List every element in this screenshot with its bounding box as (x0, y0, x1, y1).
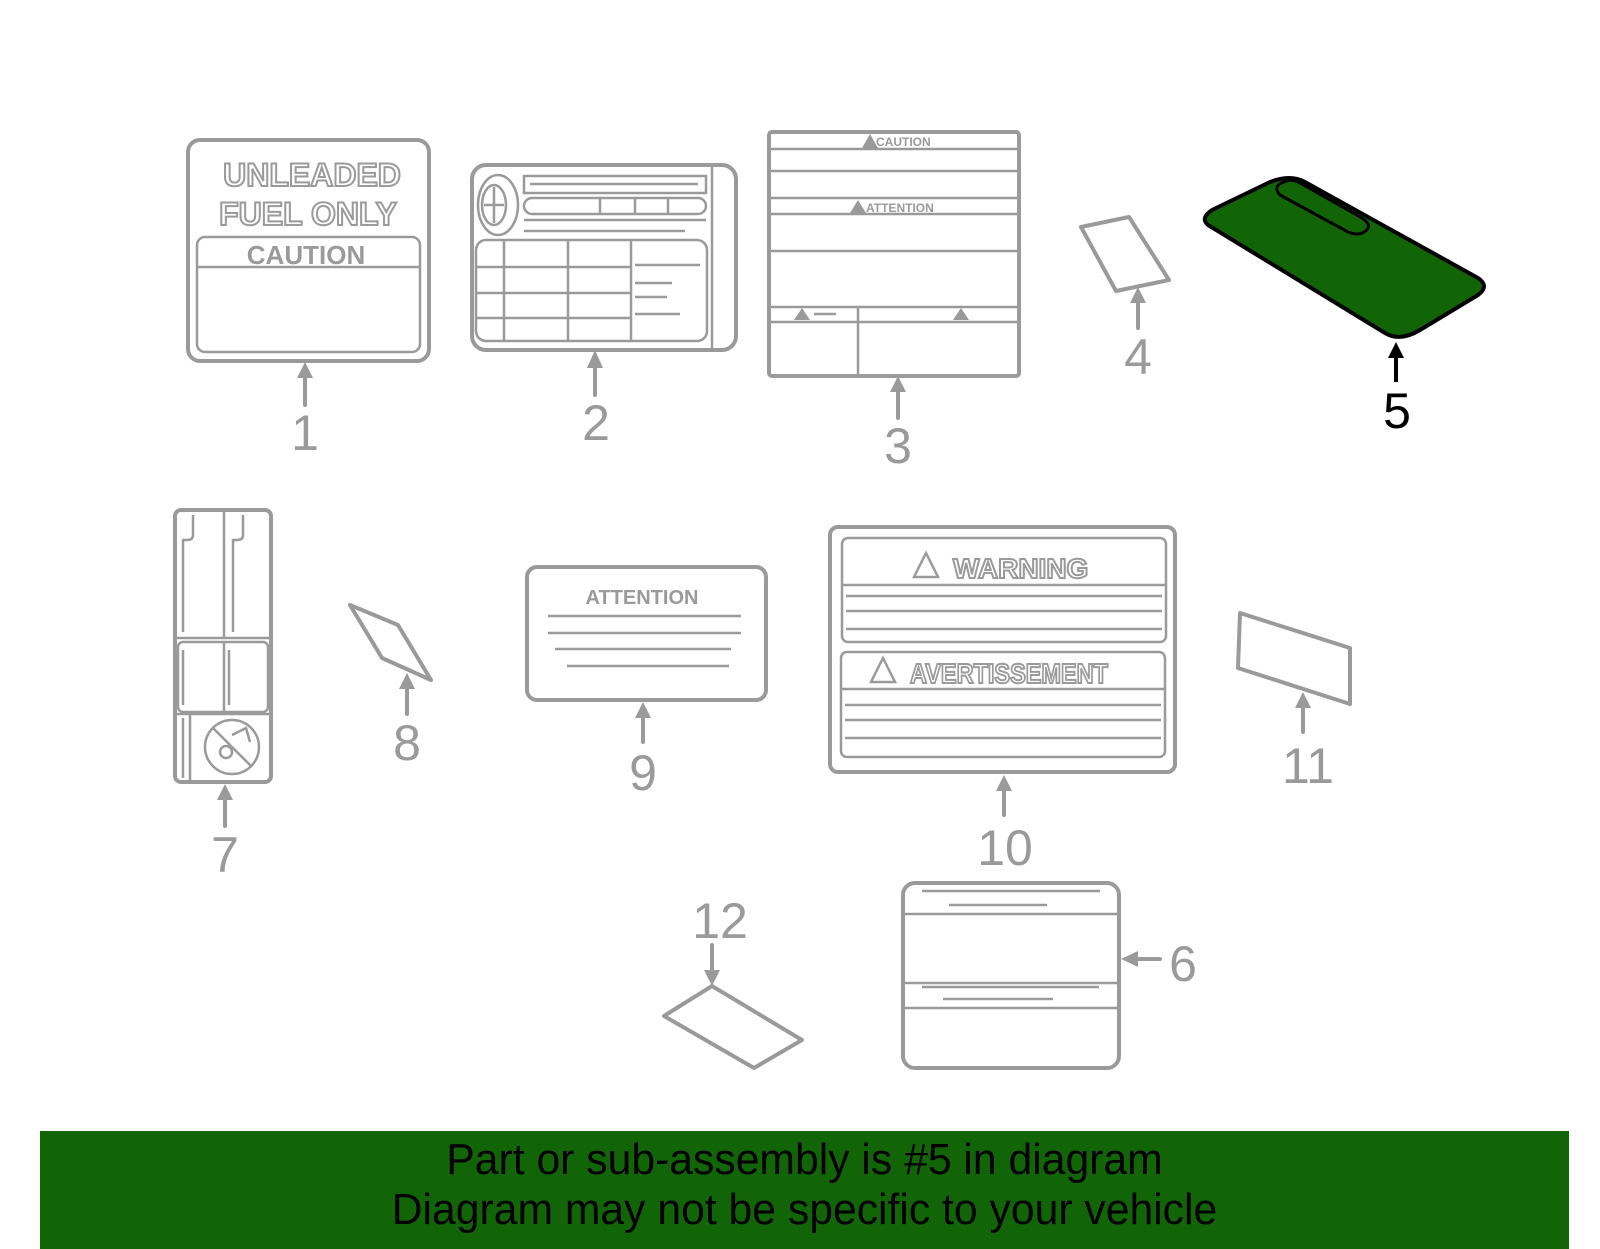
banner-line-2: Diagram may not be specific to your vehi… (391, 1185, 1218, 1234)
callout-number-5: 5 (1383, 383, 1411, 439)
caution-text: CAUTION (247, 240, 365, 270)
callout-7: 7 (211, 784, 239, 883)
callout-number-8: 8 (393, 715, 421, 771)
part-12-small-label[interactable] (662, 984, 804, 1070)
part-5-highlighted-label[interactable] (1202, 176, 1486, 339)
callout-number-7: 7 (211, 827, 239, 883)
part-1-fuel-label[interactable]: UNLEADED FUEL ONLY CAUTION (186, 138, 431, 363)
part-10-warning-label[interactable]: WARNING AVERTISSEMENT (828, 525, 1177, 774)
callout-number-1: 1 (291, 405, 319, 461)
part-11-small-label[interactable] (1236, 611, 1352, 706)
callout-10: 10 (977, 775, 1033, 876)
part-7-airbag-label[interactable] (173, 508, 273, 784)
warning-text: WARNING (953, 553, 1088, 584)
callout-1: 1 (291, 362, 319, 461)
p3-caution-text: CAUTION (876, 135, 931, 149)
callout-2: 2 (582, 350, 610, 451)
avertissement-text: AVERTISSEMENT (910, 658, 1108, 689)
callout-12: 12 (692, 893, 748, 986)
callout-number-9: 9 (629, 745, 657, 801)
part-3-caution-attention-label[interactable]: CAUTION ATTENTION (767, 130, 1021, 378)
callout-number-10: 10 (977, 820, 1033, 876)
callout-number-3: 3 (884, 418, 912, 474)
callout-number-6: 6 (1169, 936, 1197, 992)
callout-number-11: 11 (1282, 738, 1334, 794)
p3-attention-text: ATTENTION (866, 201, 934, 215)
banner-line-1: Part or sub-assembly is #5 in diagram (446, 1135, 1163, 1184)
callout-9: 9 (629, 702, 657, 801)
callout-3: 3 (884, 376, 912, 474)
callout-6: 6 (1121, 936, 1197, 992)
callout-5: 5 (1383, 342, 1411, 439)
callout-number-4: 4 (1124, 329, 1152, 385)
part-9-attention-label[interactable]: ATTENTION (525, 565, 768, 702)
part-6-label[interactable] (901, 881, 1121, 1070)
callout-11: 11 (1282, 692, 1334, 794)
fuel-only-text: FUEL ONLY (219, 196, 397, 232)
unleaded-text: UNLEADED (223, 157, 401, 193)
part-4-small-label[interactable] (1079, 215, 1171, 293)
callout-8: 8 (393, 673, 421, 771)
callout-4: 4 (1124, 287, 1152, 385)
callout-number-2: 2 (582, 395, 610, 451)
p9-attention-text: ATTENTION (586, 587, 699, 609)
info-banner: Part or sub-assembly is #5 in diagram Di… (40, 1131, 1569, 1249)
part-8-small-label[interactable] (348, 603, 433, 682)
callout-number-12: 12 (692, 893, 748, 949)
part-2-tire-pressure-label[interactable] (470, 163, 738, 352)
